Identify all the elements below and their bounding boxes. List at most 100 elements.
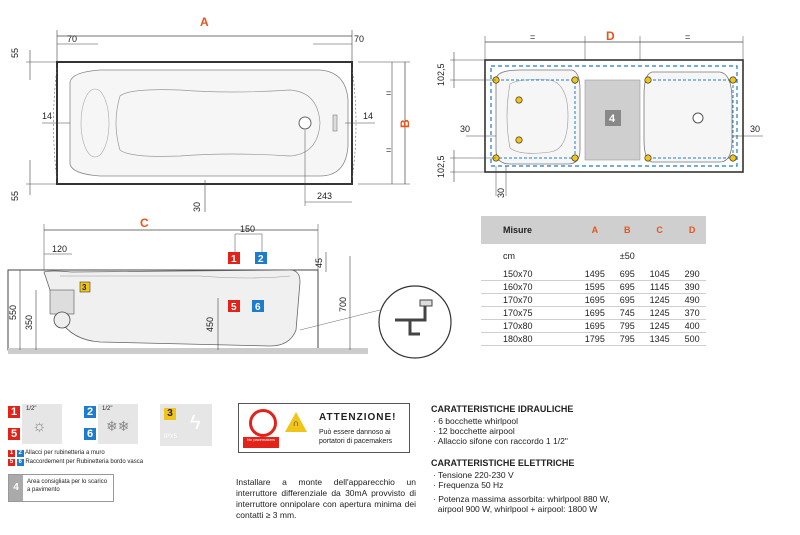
electric-title: CARATTERISTICHE ELETTRICHE (431, 458, 575, 468)
ipx-label: IPX5 (164, 434, 178, 440)
jet-dot (644, 76, 652, 84)
legend-electric: 3 IPX5 ϟ (160, 404, 212, 446)
dim-243: 243 (317, 191, 332, 201)
jet-dot (571, 154, 579, 162)
installation-note: Installare a monte dell'apparecchio un i… (236, 477, 416, 520)
legend-text-2: Raccordement per Rubinetteria bordo vasc… (25, 459, 144, 465)
dim-102-top: 102,5 (436, 63, 446, 86)
dim-eq-left: = (530, 32, 535, 42)
table-cell: 290 (678, 268, 706, 281)
dim-14-right: 14 (363, 111, 373, 121)
table-cell: 170x80 (481, 319, 577, 333)
electric-item: · Frequenza 50 Hz (433, 480, 504, 490)
table-cell: 1695 (576, 293, 614, 307)
hydraulic-title: CARATTERISTICHE IDRAULICHE (431, 404, 574, 414)
table-header-d: D (678, 216, 706, 244)
table-cell: 695 (613, 280, 642, 294)
hydraulic-item: · 12 bocchette airpool (433, 426, 515, 436)
badge-2: 2 (84, 406, 96, 418)
hydraulic-item: · 6 bocchette whirlpool (433, 416, 519, 426)
snowflake-icon: ❄❄ (106, 418, 130, 434)
table-cell: 745 (613, 306, 642, 320)
table-unit-row: cm ±50 (481, 244, 706, 268)
table-cell: 490 (678, 293, 706, 307)
badge-3: 3 (164, 408, 176, 420)
zone-4-label: 4 (609, 113, 616, 125)
dim-70-left: 70 (67, 34, 77, 44)
electric-item: airpool 900 W, whirlpool + airpool: 1800… (433, 504, 598, 514)
sun-icon: ☼ (32, 418, 47, 435)
electric-item: · Tensione 220-230 V (433, 470, 514, 480)
dim-eq-top: = (386, 88, 391, 98)
dim-150: 150 (240, 224, 255, 234)
badge-1: 1 (8, 406, 20, 418)
warning-text: Può essere dannoso ai portatori di pacem… (319, 429, 393, 445)
dim-30-bottom: 30 (496, 188, 506, 198)
badge-4: 4 (9, 475, 23, 501)
jet-dot (571, 76, 579, 84)
dim-700: 700 (338, 297, 348, 312)
dim-D-label: D (606, 29, 615, 43)
lightning-icon: ϟ (190, 412, 201, 434)
table-cell: 1245 (641, 319, 679, 333)
dim-C-label: C (140, 216, 149, 230)
table-cell: 160x70 (481, 280, 577, 294)
hot-water-icon (22, 404, 62, 444)
dim-30-left: 30 (460, 124, 470, 134)
legend-line-2: 5 6 Raccordement per Rubinetteria bordo … (8, 459, 144, 466)
jet-dot (515, 136, 523, 144)
legend-zone-text: Area consigliata per lo scarico a pavime… (27, 479, 108, 493)
jet-dot (729, 76, 737, 84)
table-header-a: A (576, 216, 614, 244)
table-header-misure: Misure (481, 216, 577, 244)
jet-dot (729, 154, 737, 162)
pacemaker-sign-label: No pacemakers (243, 437, 279, 448)
legend-zone: 4 Area consigliata per lo scarico a pavi… (8, 474, 114, 502)
jet-dot (644, 154, 652, 162)
table-cell: 1345 (641, 332, 679, 346)
jet-layout-view: = D = 4 102,5 102,5 30 30 30 (436, 29, 763, 198)
table-unit: cm (503, 251, 515, 261)
table-cell: 1245 (641, 293, 679, 307)
dim-55-top: 55 (10, 48, 20, 58)
badge-5: 5 (8, 428, 20, 440)
table-cell: 1045 (641, 268, 679, 281)
badge-6: 6 (84, 428, 96, 440)
table-cell: 1495 (576, 268, 614, 281)
table-cell: 150x70 (481, 268, 577, 281)
table-cell: 795 (613, 319, 642, 333)
table-cell: 1695 (576, 306, 614, 320)
dim-eq-right: = (685, 32, 690, 42)
legend-line-1: 1 2 Allacci per rubinetteria a muro (8, 450, 105, 457)
dim-102-bottom: 102,5 (436, 155, 446, 178)
badge-6-side: 6 (255, 302, 261, 313)
warning-title: ATTENZIONE! (319, 412, 397, 423)
magnet-icon: ∩ (285, 412, 307, 432)
table-cell: 695 (613, 268, 642, 281)
table-cell: 1795 (576, 332, 614, 346)
dim-30-right: 30 (750, 124, 760, 134)
dim-B-label: B (398, 119, 412, 128)
table-cell: 1595 (576, 280, 614, 294)
table-cell: 1245 (641, 306, 679, 320)
dim-70-right: 70 (354, 34, 364, 44)
jet-dot (515, 96, 523, 104)
badge-5-side: 5 (231, 302, 237, 313)
legend-text-1: Allacci per rubinetteria a muro (25, 450, 105, 456)
badge-1-side: 1 (231, 254, 237, 265)
table-header-row: Misure A B C D (481, 216, 706, 244)
table-cell: 500 (678, 332, 706, 346)
table-cell: 180x80 (481, 332, 577, 346)
dim-55-bottom: 55 (10, 191, 20, 201)
table-cell: 170x70 (481, 293, 577, 307)
legend-water: 1 5 1/2" ☼ 2 6 1/2" ❄❄ (8, 404, 148, 448)
cold-water-icon (98, 404, 138, 444)
table-cell: 795 (613, 332, 642, 346)
dim-eq-bottom: = (386, 145, 391, 155)
